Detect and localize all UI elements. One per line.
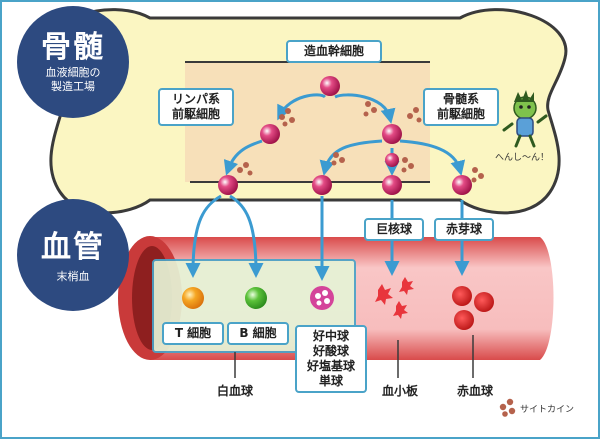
platelets-label: 血小板 <box>381 384 418 398</box>
b-cell <box>245 287 267 309</box>
megakaryocyte-label: 巨核球 <box>364 218 424 241</box>
lymphoblast-cell <box>218 175 238 195</box>
cytokine-legend-label: サイトカイン <box>520 405 575 415</box>
bone-marrow-circle <box>17 6 129 118</box>
myeloblast-cell <box>312 175 332 195</box>
erythroblast-label: 赤芽球 <box>434 218 494 241</box>
granulocyte-cell <box>310 286 334 310</box>
granulocytes-label: 好中球 好酸球 好塩基球 単球 <box>295 325 367 393</box>
arrow-stem-myeloid <box>334 93 396 124</box>
lymphoid-progenitor-label: リンパ系 前駆細胞 <box>158 88 234 126</box>
myeloid-progenitor-line-1: 骨髄系 <box>442 92 479 106</box>
mascot-character <box>502 90 548 148</box>
monocyte-text: 単球 <box>318 374 343 388</box>
arrow-to-b-cell <box>229 194 264 278</box>
eosinophil-text: 好酸球 <box>312 344 349 358</box>
lymphoid-progenitor-line-2: 前駆細胞 <box>171 107 220 121</box>
cytokine-legend-dots <box>499 398 516 417</box>
bone-marrow-section: 骨髄 血液細胞の 製造工場 <box>17 22 129 94</box>
myeloid-progenitor-line-2: 前駆細胞 <box>436 107 485 121</box>
t-cell-label: T 細胞 <box>162 322 224 345</box>
blood-vessel-circle <box>17 199 129 311</box>
b-cell-label: B 細胞 <box>227 322 289 345</box>
red-blood-cells-label: 赤血球 <box>456 384 493 398</box>
arrows <box>185 93 470 281</box>
lymphoid-progenitor-cell <box>260 124 280 144</box>
arrow-stem-lymphoid <box>277 93 327 121</box>
myeloid-progenitor-label: 骨髄系 前駆細胞 <box>423 88 499 126</box>
blood-vessel-section: 血管 末梢血 <box>17 222 129 284</box>
arrow-myeloid-gran <box>319 139 383 176</box>
platelets-shapes <box>375 277 414 319</box>
cytokine-dots <box>237 101 484 183</box>
myeloid-progenitor-cell <box>382 124 402 144</box>
arrow-lymphoid-lymph <box>223 139 263 176</box>
intermediate-cell <box>385 153 399 167</box>
blood-vessel-subtitle: 末梢血 <box>56 270 90 283</box>
red-blood-cells <box>452 286 494 330</box>
arrow-to-t-cell <box>185 194 222 278</box>
stem-cell <box>320 76 340 96</box>
stem-cell-label: 造血幹細胞 <box>286 40 382 63</box>
neutrophil-text: 好中球 <box>312 329 349 343</box>
t-cell <box>182 287 204 309</box>
mascot-speech: へんし〜ん！ <box>495 153 550 163</box>
proerythroblast-cell <box>452 175 472 195</box>
marrow-cavity <box>185 62 430 182</box>
megakaryoblast-cell <box>382 175 402 195</box>
basophil-text: 好塩基球 <box>306 359 355 373</box>
granulocyte-nucleus <box>315 290 330 306</box>
bone-marrow-subtitle-1: 血液細胞の <box>45 66 101 79</box>
arrow-myeloid-ery <box>399 139 466 176</box>
bone-marrow-subtitle-2: 製造工場 <box>51 80 95 93</box>
white-blood-cells-label: 白血球 <box>216 384 253 398</box>
marrow-cells <box>218 76 472 195</box>
blood-vessel-title: 血管 <box>41 230 105 265</box>
bone-marrow-title: 骨髄 <box>41 30 105 65</box>
lymphoid-progenitor-line-1: リンパ系 <box>171 92 220 106</box>
